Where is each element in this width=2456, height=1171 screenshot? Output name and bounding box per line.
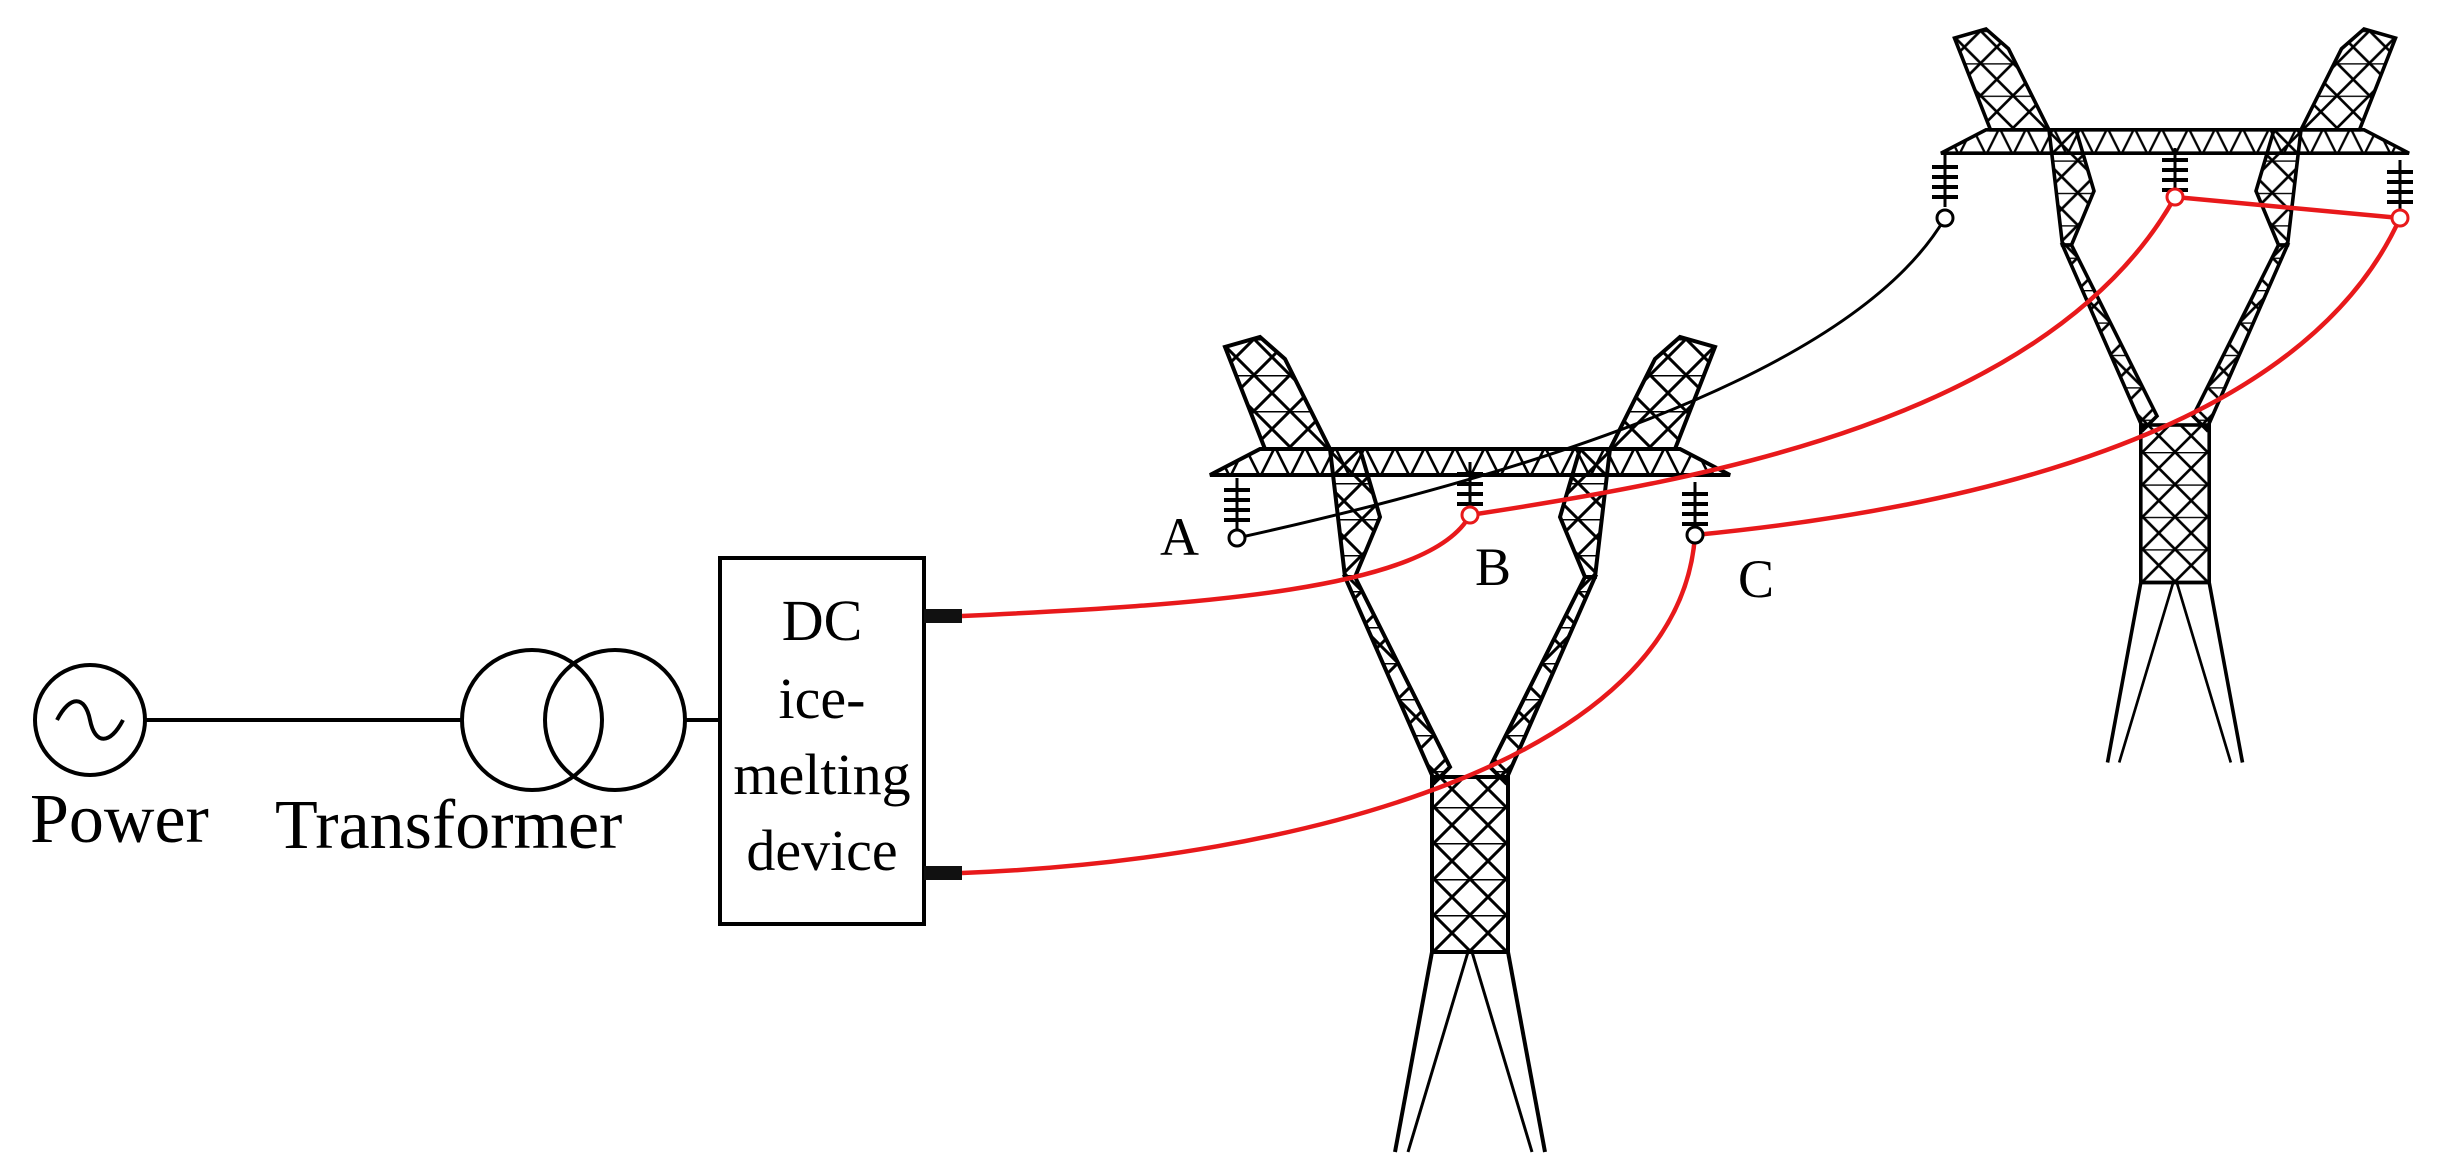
transmission-tower-icon-far — [1939, 27, 2411, 765]
clamp-near-a — [1227, 528, 1247, 548]
clamp-far-a — [1935, 208, 1955, 228]
lead-negative-to-c — [961, 534, 1698, 876]
terminal-negative — [924, 866, 962, 880]
phase-label-a: A — [1160, 507, 1199, 567]
insulator-icon-far-c — [2385, 158, 2415, 214]
device-label-line-3: melting — [733, 742, 910, 807]
conductor-phase-a — [1236, 217, 1947, 540]
clamp-near-c — [1685, 525, 1705, 545]
ice-melting-device: DC ice- melting device — [718, 556, 962, 926]
phase-label-b: B — [1475, 537, 1511, 597]
device-label-line-1: DC — [782, 588, 863, 653]
conductor-phase-b — [1469, 195, 2177, 518]
clamp-far-c — [2390, 208, 2410, 228]
device-label-line-2: ice- — [779, 666, 866, 731]
phase-label-c: C — [1738, 549, 1774, 609]
short-circuit-b-c — [2174, 194, 2401, 221]
insulator-icon-far-a — [1930, 153, 1960, 209]
transformer-label: Transformer — [275, 787, 622, 864]
device-label-line-4: device — [746, 818, 897, 883]
power-label: Power — [30, 781, 209, 858]
terminal-positive — [924, 609, 962, 623]
transmission-tower-icon-near — [1208, 335, 1732, 1154]
insulator-icon-near-a — [1222, 476, 1252, 532]
ac-source-icon — [33, 663, 147, 777]
clamp-near-b — [1460, 505, 1480, 525]
lead-positive-to-b — [961, 513, 1472, 619]
conductor-phase-c — [1694, 217, 2403, 538]
transformer-icon — [460, 648, 687, 792]
clamp-far-b — [2165, 187, 2185, 207]
